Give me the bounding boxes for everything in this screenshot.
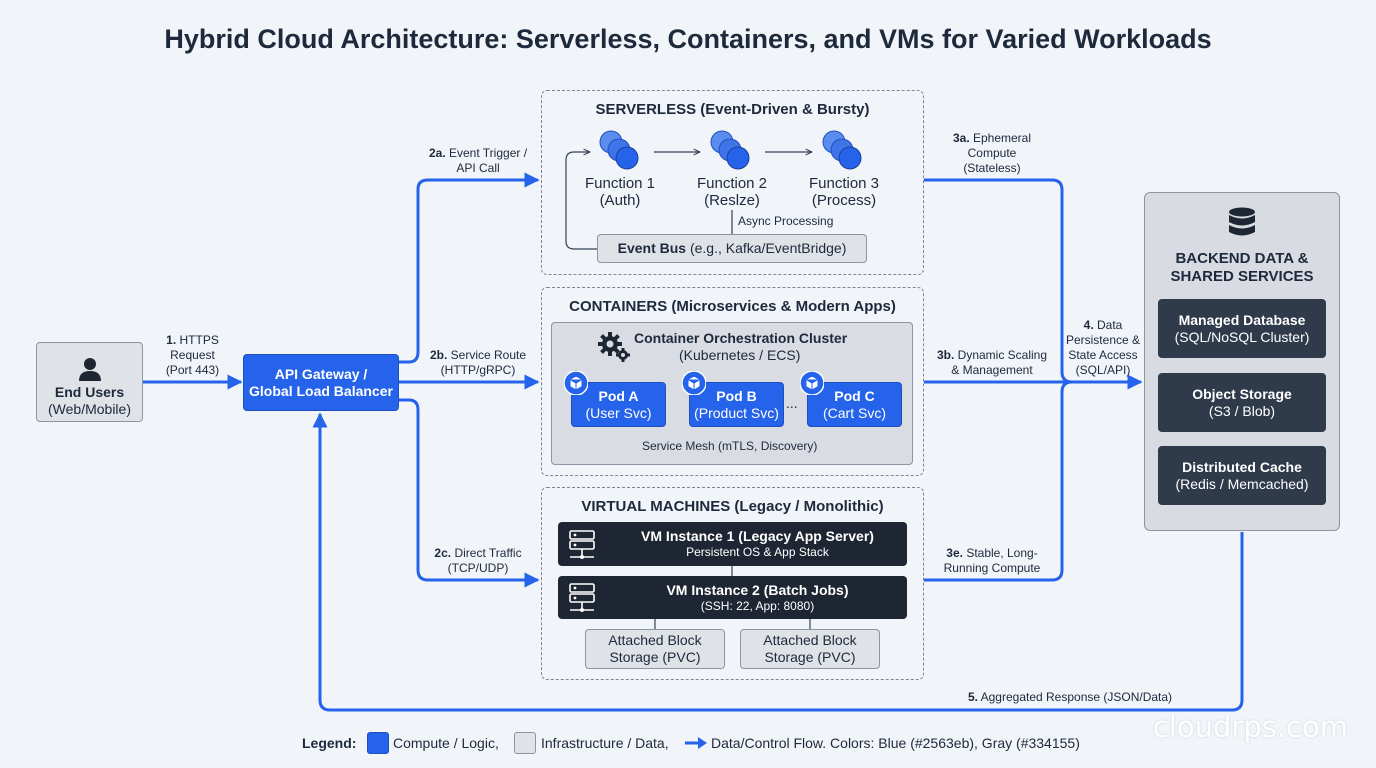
function-1-label[interactable]: Function 1(Auth) [584,175,656,209]
watermark: cloudrps.com [1152,710,1348,744]
vm-1-title: VM Instance 1 (Legacy App Server) [641,528,874,544]
legend: Legend: Compute / Logic, Infrastructure … [0,732,1376,754]
event-bus-loop-arrow [565,152,598,250]
cube-icon [564,371,588,395]
serverless-title: SERVERLESS (Event-Driven & Bursty) [595,101,870,118]
legend-flow-label: Data/Control Flow. Colors: Blue (#2563eb… [711,735,1080,751]
pod-a-name: Pod A [598,387,639,404]
gateway-line1: API Gateway / [274,365,368,382]
pod-c-node[interactable]: Pod C (Cart Svc) [800,371,902,427]
flow-3b-label: 3b. Dynamic Scaling & Management [936,348,1048,377]
vm-2-sub: (SSH: 22, App: 8080) [700,599,815,613]
function-3-label[interactable]: Function 3(Process) [808,175,880,209]
pod-a-svc: (User Svc) [585,404,652,421]
containers-title: CONTAINERS (Microservices & Modern Apps) [569,298,896,315]
cluster-title: Container Orchestration Cluster [634,330,848,346]
end-users-node[interactable]: End Users (Web/Mobile) [36,342,143,422]
pod-b-svc: (Product Svc) [694,404,779,421]
flow-2c-arrow [399,398,540,588]
function-2-label[interactable]: Function 2(Reslze) [696,175,768,209]
diagram-title: Hybrid Cloud Architecture: Serverless, C… [164,24,1212,54]
flow-3e-label: 3e. Stable, Long- Running Compute [943,546,1041,575]
pod-a-node[interactable]: Pod A (User Svc) [564,371,666,427]
gear-icon [598,332,630,362]
vm-1-sub: Persistent OS & App Stack [686,545,829,559]
managed-database-node[interactable]: Managed Database(SQL/NoSQL Cluster) [1158,299,1326,358]
database-icon [1229,207,1255,236]
cluster-sub: (Kubernetes / ECS) [679,347,801,363]
flow-1-label: 1. HTTPS Request (Port 443) [165,333,220,377]
api-gateway-node[interactable]: API Gateway / Global Load Balancer [243,354,399,411]
cube-icon [800,371,824,395]
flow-4-label: 4. Data Persistence & State Access (SQL/… [1065,318,1141,377]
containers-panel: CONTAINERS (Microservices & Modern Apps) [541,287,924,476]
event-bus-name: Event Bus [617,240,687,256]
vm-2-title: VM Instance 2 (Batch Jobs) [666,582,849,598]
legend-compute-label: Compute / Logic, [393,735,499,751]
server-icon [569,583,595,612]
vm-instance-2[interactable]: VM Instance 2 (Batch Jobs) (SSH: 22, App… [558,576,907,619]
legend-compute-swatch [367,732,389,754]
flow-3a-label: 3a. Ephemeral Compute (Stateless) [952,131,1032,175]
vms-title: VIRTUAL MACHINES (Legacy / Monolithic) [581,498,884,515]
user-icon [78,357,101,381]
flow-2a-label: 2a. Event Trigger / API Call [428,146,528,175]
function-1-icon [599,130,639,170]
event-bus-desc: (e.g., Kafka/EventBridge) [686,240,847,256]
vm-instance-1[interactable]: VM Instance 1 (Legacy App Server) Persis… [558,522,907,566]
legend-infra-swatch [514,732,536,754]
object-storage-node[interactable]: Object Storage(S3 / Blob) [1158,373,1326,432]
serverless-panel: SERVERLESS (Event-Driven & Bursty) [541,90,924,275]
pod-c-svc: (Cart Svc) [823,404,886,421]
function-2-icon [710,130,750,170]
function-3-icon [822,130,862,170]
legend-label: Legend: [302,735,357,751]
flow-2b-label: 2b. Service Route (HTTP/gRPC) [429,348,527,377]
flow-5-arrow [312,412,1244,712]
pod-c-name: Pod C [834,387,875,404]
flow-3e-line [924,380,1073,582]
legend-infra-label: Infrastructure / Data, [541,735,669,751]
async-processing-label: Async Processing [738,214,834,228]
service-mesh-label: Service Mesh (mTLS, Discovery) [642,439,818,453]
pod-b-node[interactable]: Pod B (Product Svc) [682,371,784,427]
end-users-sub: (Web/Mobile) [48,400,131,417]
vms-panel: VIRTUAL MACHINES (Legacy / Monolithic) [541,487,924,680]
cube-icon [682,371,706,395]
end-users-title: End Users [54,383,125,400]
pods-ellipsis: ... [786,395,798,411]
flow-5-label: 5. Aggregated Response (JSON/Data) [967,690,1173,704]
distributed-cache-node[interactable]: Distributed Cache(Redis / Memcached) [1158,446,1326,505]
event-bus-node[interactable]: Event Bus (e.g., Kafka/EventBridge) [597,234,867,263]
flow-2c-label: 2c. Direct Traffic (TCP/UDP) [434,546,522,575]
server-icon [569,530,595,559]
backend-title: BACKEND DATA &SHARED SERVICES [1170,250,1314,285]
gateway-line2: Global Load Balancer [249,382,393,399]
flow-2a-arrow [399,172,540,364]
legend-flow-arrow-icon [685,737,707,749]
pod-b-name: Pod B [716,387,757,404]
